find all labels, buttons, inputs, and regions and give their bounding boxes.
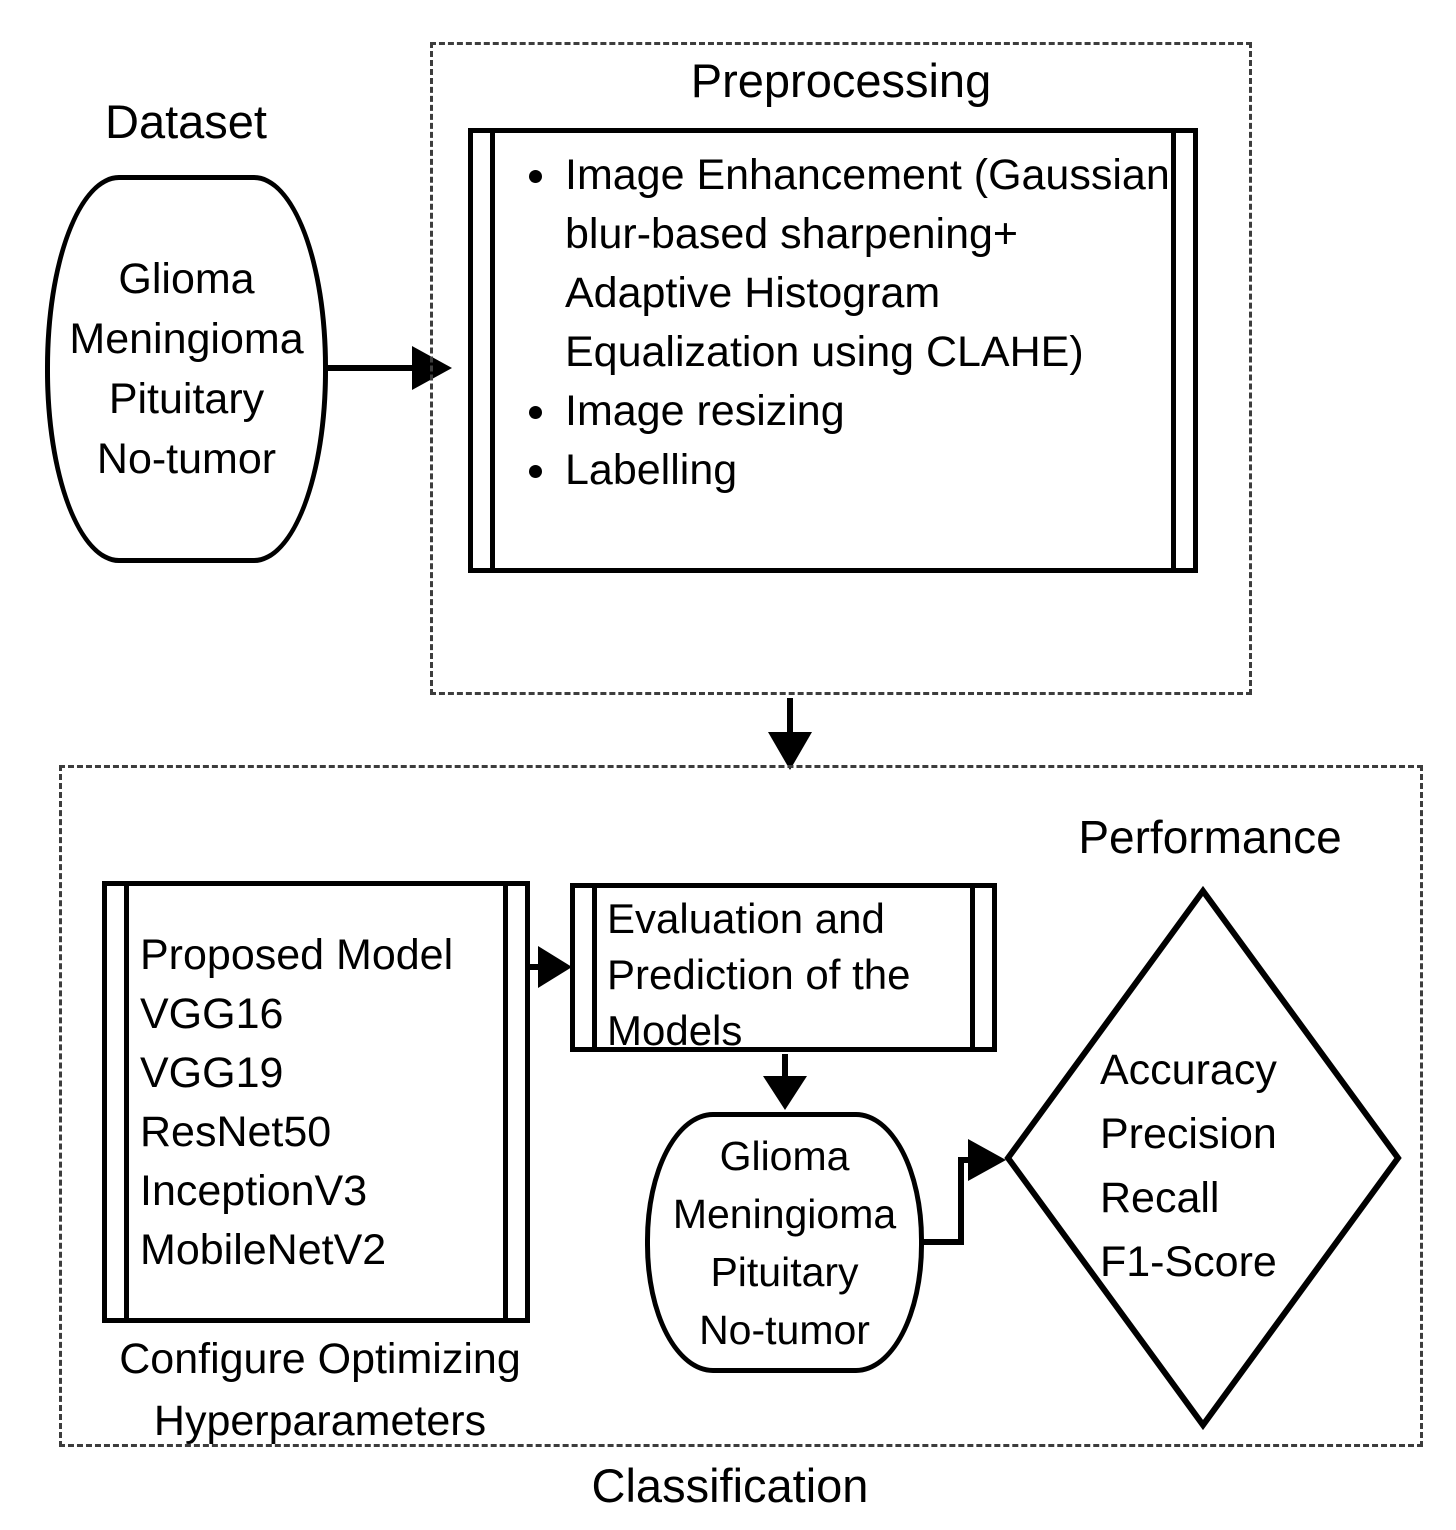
predicted-classes-shape: Glioma Meningioma Pituitary No-tumor	[645, 1112, 924, 1373]
classes-to-diamond-connector	[915, 1139, 1006, 1245]
dataset-class-line: No-tumor	[96, 435, 277, 483]
dataset-shape: Glioma Meningioma Pituitary No-tumor	[45, 175, 328, 563]
preprocessing-bullet-list: Image Enhancement (Gaussian blur-based s…	[473, 133, 1193, 500]
predicted-class-line: Pituitary	[710, 1248, 859, 1295]
performance-label: Performance	[1078, 811, 1342, 863]
performance-metrics: Accuracy Precision Recall F1-Score	[1100, 1038, 1277, 1294]
models-process-box: Proposed Model VGG16 VGG19 ResNet50 Ince…	[102, 881, 530, 1323]
double-strike-line	[124, 886, 129, 1318]
evaluation-process-box: Evaluation and Prediction of the Models	[570, 883, 997, 1054]
performance-diamond	[1004, 885, 1402, 1431]
double-strike-line	[592, 888, 597, 1047]
model-item: VGG19	[140, 1049, 284, 1097]
preprocessing-group: Preprocessing	[430, 42, 1252, 695]
metric-line: Precision	[1100, 1110, 1277, 1158]
predicted-class-line: No-tumor	[699, 1306, 870, 1353]
model-list: Proposed Model VGG16 VGG19 ResNet50 Ince…	[140, 926, 453, 1280]
model-item: ResNet50	[140, 1108, 332, 1156]
models-caption: Configure Optimizing Hyperparameters	[119, 1335, 521, 1445]
predicted-class-line: Meningioma	[672, 1190, 897, 1237]
dataset-label: Dataset	[105, 95, 267, 148]
dataset-class-line: Meningioma	[69, 315, 304, 363]
bullet-item: Labelling	[561, 441, 1175, 500]
double-strike-line	[490, 133, 495, 568]
classification-label: Classification	[591, 1459, 869, 1512]
dataset-class-line: Glioma	[118, 255, 255, 303]
model-item: MobileNetV2	[140, 1226, 387, 1274]
model-item: VGG16	[140, 990, 284, 1038]
preprocessing-to-classification-arrow	[768, 698, 812, 770]
predicted-class-line: Glioma	[719, 1132, 850, 1179]
metric-line: Recall	[1100, 1174, 1220, 1222]
metric-line: F1-Score	[1100, 1238, 1277, 1286]
models-to-evaluation-arrow	[530, 946, 572, 988]
evaluation-text: Evaluation and Prediction of the Models	[607, 895, 911, 1054]
metric-line: Accuracy	[1100, 1046, 1277, 1094]
double-strike-line	[1171, 133, 1176, 568]
preprocessing-process-box: Image Enhancement (Gaussian blur-based s…	[468, 128, 1198, 573]
double-strike-line	[503, 886, 508, 1318]
double-strike-line	[970, 888, 975, 1047]
model-item: Proposed Model	[140, 931, 454, 979]
bullet-item: Image Enhancement (Gaussian blur-based s…	[561, 146, 1175, 382]
evaluation-to-classes-arrow	[763, 1054, 807, 1110]
classification-group	[59, 765, 1423, 1447]
bullet-item: Image resizing	[561, 382, 1175, 441]
model-item: InceptionV3	[140, 1167, 368, 1215]
preprocessing-title: Preprocessing	[690, 54, 992, 107]
dataset-class-line: Pituitary	[108, 375, 265, 423]
